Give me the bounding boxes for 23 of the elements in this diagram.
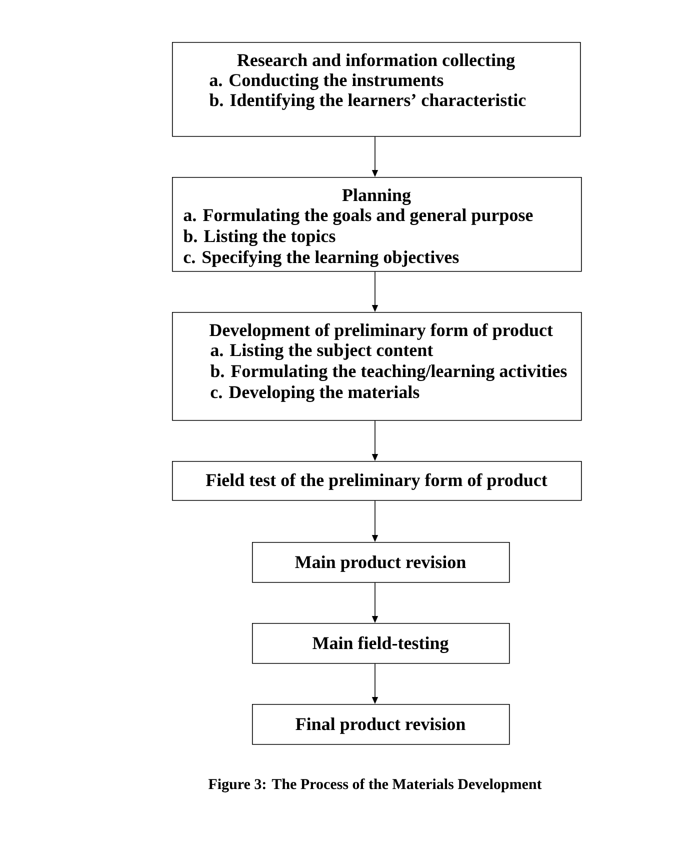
process-box [252, 623, 510, 664]
process-box [172, 42, 581, 137]
step-title: Main product revision [295, 556, 466, 572]
step-title: Main field-testing [312, 636, 449, 653]
process-box [172, 177, 582, 272]
step-heading: Development of preliminary form of product [210, 323, 553, 340]
list-item: a. Formulating the goals and general purpose [184, 208, 533, 225]
list-item: a. Listing the subject content [210, 344, 434, 360]
step-title: Final product revision [296, 718, 466, 734]
list-item: a. Conducting the instruments [210, 74, 444, 90]
step-heading: Planning [342, 188, 411, 205]
step-heading: Research and information collecting [237, 53, 515, 70]
process-box [252, 704, 510, 745]
list-item: c. Developing the materials [210, 386, 420, 402]
process-box [172, 312, 582, 421]
process-box [172, 461, 582, 501]
list-item: b. Listing the topics [183, 230, 336, 246]
list-item: b. Identifying the learners’ characteristic [209, 93, 526, 110]
list-item: c. Specifying the learning objectives [184, 250, 459, 267]
step-title: Field test of the preliminary form of product [206, 473, 548, 490]
list-item: b. Formulating the teaching/learning activities [210, 364, 567, 381]
process-box [252, 542, 510, 583]
figure-caption: Figure 3: The Process of the Materials Development [208, 778, 542, 792]
